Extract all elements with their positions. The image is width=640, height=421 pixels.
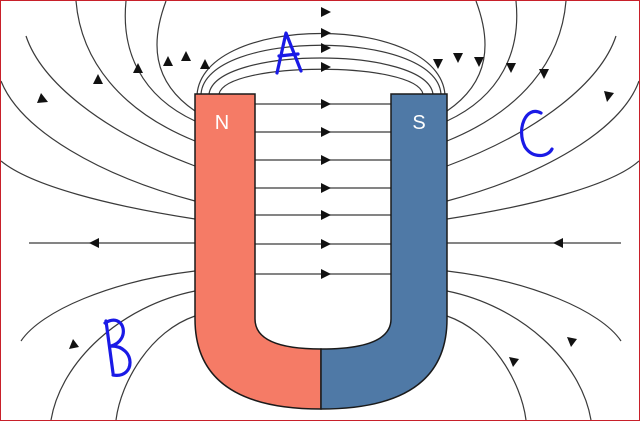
field-line-upper-1 (156, 1, 196, 112)
field-line-lower-1 (20, 270, 196, 342)
field-line-upper-r3 (446, 1, 567, 142)
field-line-top-arc-2 (208, 57, 434, 95)
field-line-lower-2 (50, 290, 196, 420)
field-line-top-arc-1 (218, 68, 424, 95)
annotation-c: C (519, 109, 554, 158)
arrow-upper-l5 (93, 74, 103, 84)
field-line-lower-3 (115, 315, 196, 420)
field-line-upper-r2 (446, 1, 518, 122)
field-line-upper-r5 (446, 80, 639, 202)
arrow-center-10 (321, 239, 331, 249)
arrow-upper-l3 (163, 56, 173, 66)
horseshoe-magnet: N S (194, 93, 448, 410)
arrow-lower-r2 (509, 357, 519, 367)
arrow-upper-l6 (37, 93, 48, 103)
magnet-north-arm (194, 93, 322, 410)
annotation-a: A (275, 31, 303, 75)
field-line-lower-r2 (446, 290, 592, 420)
arrow-upper-r6 (604, 91, 614, 102)
arrow-upper-r1 (433, 59, 443, 69)
arrow-center-8 (321, 183, 331, 193)
magnet-south-arm (320, 93, 448, 410)
arrow-center-1 (321, 7, 331, 17)
arrow-lower-l1 (69, 339, 79, 349)
annotation-b: B (103, 318, 132, 377)
field-line-upper-r4 (446, 35, 617, 167)
arrow-axis-left (89, 238, 99, 248)
field-line-lower-r1 (446, 270, 622, 342)
field-line-upper-4 (25, 35, 196, 167)
arrow-center-7 (321, 155, 331, 165)
arrow-center-9 (321, 210, 331, 220)
south-pole-label: S (412, 112, 425, 134)
field-line-upper-r1 (446, 1, 486, 112)
arrow-upper-l1 (200, 59, 210, 69)
north-pole-label: N (215, 112, 229, 134)
field-line-upper-3 (75, 1, 196, 142)
arrow-upper-l4 (133, 63, 143, 73)
arrow-lower-r1 (567, 337, 577, 347)
field-line-upper-6 (1, 160, 196, 220)
arrow-center-2 (321, 28, 331, 38)
arrow-center-11 (321, 269, 331, 279)
arrow-upper-r3 (474, 57, 484, 67)
arrow-center-3 (321, 43, 331, 53)
field-line-upper-5 (1, 80, 196, 202)
arrow-upper-r5 (539, 69, 549, 79)
arrow-center-6 (321, 127, 331, 137)
arrow-center-4 (321, 62, 331, 72)
field-line-upper-r6 (446, 160, 639, 220)
arrow-upper-r4 (506, 63, 516, 73)
field-line-lower-r3 (446, 315, 527, 420)
field-arrows (37, 7, 614, 367)
arrow-axis-right (553, 238, 563, 248)
arrow-upper-r2 (453, 53, 463, 63)
arrow-center-5 (321, 99, 331, 109)
arrow-upper-l2 (181, 51, 191, 61)
